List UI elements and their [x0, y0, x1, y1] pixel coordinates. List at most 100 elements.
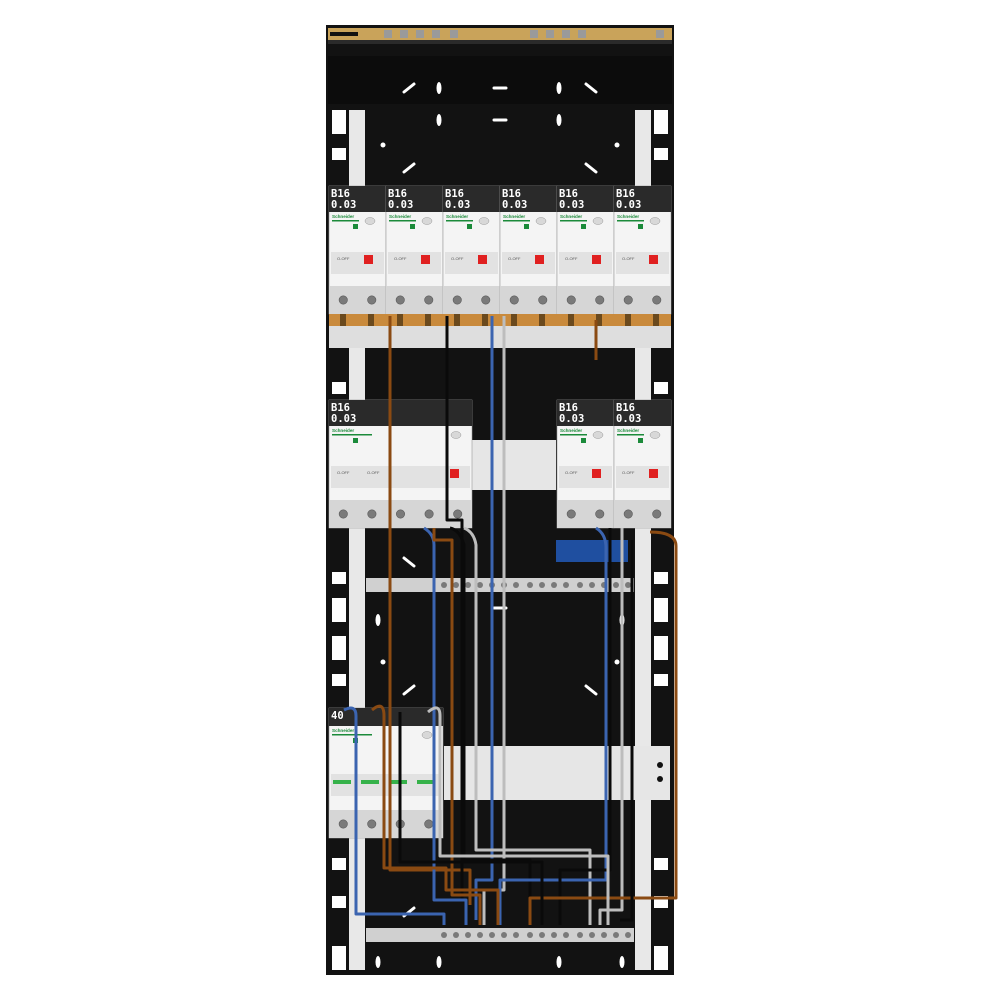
test-button-icon[interactable]: [535, 217, 547, 225]
cover-latches: [657, 762, 663, 782]
mounting-screws: [402, 82, 598, 918]
brand-label: Schneider: [560, 428, 582, 433]
sensitivity-label: 0.03: [616, 413, 641, 425]
top-compartment: [328, 56, 672, 104]
module-label-cap: [557, 186, 614, 212]
rating-label: B16: [616, 402, 635, 414]
terminal-block: [329, 810, 443, 838]
terminal-screw-icon: [623, 509, 633, 519]
wire-black: [398, 712, 544, 925]
brand-stripe: [560, 220, 587, 222]
terminal-screw-icon: [367, 509, 377, 519]
rating-label: B16: [559, 402, 578, 414]
comb-busbar-row-1: [329, 314, 671, 326]
test-button-icon[interactable]: [592, 217, 604, 225]
test-button-icon[interactable]: [421, 217, 433, 225]
rating-label: B16: [331, 402, 350, 414]
trip-indicator: [649, 255, 658, 264]
off-label: O-OFF: [337, 470, 350, 475]
sensitivity-label: 0.03: [559, 413, 584, 425]
approval-mark-icon: [638, 224, 643, 229]
pole-toggle[interactable]: [417, 780, 435, 784]
test-button-icon[interactable]: [421, 731, 433, 739]
trip-indicator: [450, 469, 459, 478]
terminal-screw-icon: [595, 295, 605, 305]
sensitivity-label: 0.03: [559, 199, 584, 211]
approval-mark-icon: [410, 224, 415, 229]
sensitivity-label: 0.03: [331, 199, 356, 211]
terminal-strip-bottom: [366, 928, 634, 942]
brand-stripe: [617, 434, 644, 436]
pole-toggle[interactable]: [389, 780, 407, 784]
approval-mark-icon: [467, 224, 472, 229]
terminal-screw-icon: [566, 509, 576, 519]
test-button-icon[interactable]: [450, 431, 462, 439]
off-label: O-OFF: [508, 256, 521, 261]
trip-indicator: [535, 255, 544, 264]
top-bar-slot: [330, 32, 358, 36]
module-label-cap: [500, 186, 557, 212]
wire-black: [620, 540, 634, 922]
off-label: O-OFF: [367, 470, 380, 475]
off-label: O-OFF: [451, 256, 464, 261]
off-label: O-OFF: [622, 470, 635, 475]
terminal-screw-icon: [538, 295, 548, 305]
module-label-cap: [386, 186, 443, 212]
rating-label: B16: [388, 188, 407, 200]
wire-grey: [598, 528, 624, 925]
top-brass-bar: [328, 28, 672, 40]
test-button-icon[interactable]: [592, 431, 604, 439]
rating-label: 40: [331, 710, 344, 722]
test-button-icon[interactable]: [649, 431, 661, 439]
module-label-cap: [614, 400, 671, 426]
terminal-block: [386, 286, 443, 314]
trip-indicator: [592, 469, 601, 478]
wire-black: [445, 316, 464, 900]
brand-label: Schneider: [503, 214, 525, 219]
test-button-icon[interactable]: [364, 217, 376, 225]
rating-label: B16: [331, 188, 350, 200]
off-label: O-OFF: [565, 470, 578, 475]
pole-toggle[interactable]: [361, 780, 379, 784]
approval-mark-icon: [581, 438, 586, 443]
wire-blue: [498, 526, 608, 925]
sensitivity-label: 0.03: [388, 199, 413, 211]
approval-mark-icon: [581, 224, 586, 229]
test-button-icon[interactable]: [478, 217, 490, 225]
module-label-cap: [443, 186, 500, 212]
terminal-screw-icon: [338, 509, 348, 519]
terminal-screw-icon: [338, 295, 348, 305]
rating-label: B16: [616, 188, 635, 200]
trip-indicator: [364, 255, 373, 264]
brand-stripe: [332, 220, 359, 222]
terminal-screw-icon: [566, 295, 576, 305]
approval-mark-icon: [353, 438, 358, 443]
wire-blue: [343, 706, 446, 925]
brand-stripe: [503, 220, 530, 222]
sensitivity-label: 0.03: [331, 413, 356, 425]
wire-brown: [371, 704, 500, 925]
brand-label: Schneider: [446, 214, 468, 219]
row-1-rcbo-modules: B160.03SchneiderO-OFFB160.03SchneiderO-O…: [328, 185, 672, 315]
sensitivity-label: 0.03: [616, 199, 641, 211]
pole-toggle[interactable]: [333, 780, 351, 784]
switch-window: [331, 774, 441, 796]
terminal-block: [557, 500, 614, 528]
terminal-screw-icon: [452, 295, 462, 305]
sensitivity-label: 0.03: [502, 199, 527, 211]
brand-label: Schneider: [617, 428, 639, 433]
brand-label: Schneider: [560, 214, 582, 219]
test-button-icon[interactable]: [649, 217, 661, 225]
brand-label: Schneider: [332, 728, 354, 733]
rating-label: B16: [502, 188, 521, 200]
